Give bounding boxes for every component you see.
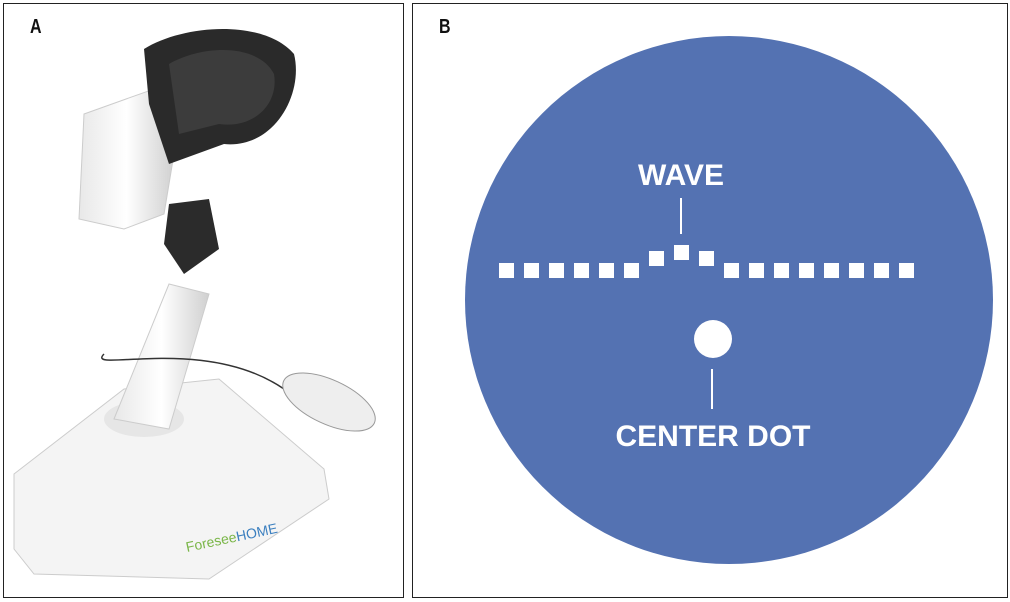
wave-line-square — [799, 263, 814, 278]
blue-disc — [465, 36, 993, 564]
wave-line-square — [874, 263, 889, 278]
wave-line-square — [724, 263, 739, 278]
device-stand — [113, 283, 210, 430]
mouse — [282, 372, 376, 432]
wave-line-square — [899, 263, 914, 278]
center-dot — [694, 320, 732, 358]
panel-b-label: B — [439, 16, 451, 38]
wave-line-square — [674, 245, 689, 260]
wave-line-square — [849, 263, 864, 278]
wave-line-square — [549, 263, 564, 278]
foreseehome-device-illustration: ForeseeHOME — [13, 29, 376, 580]
test-screen-diagram: WAVE CENTER DOT — [465, 36, 993, 564]
panel-a-label: A — [30, 16, 42, 38]
mouse-cable — [101, 353, 285, 390]
panel-a-device-photo: A ForeseeHOME — [3, 3, 404, 598]
panel-b-test-screen: B WAVE CENTER DOT — [412, 3, 1008, 598]
wave-line-square — [774, 263, 789, 278]
wave-line-square — [649, 251, 664, 266]
wave-line-square — [599, 263, 614, 278]
center-dot-label: CENTER DOT — [616, 420, 811, 453]
wave-line-square — [499, 263, 514, 278]
wave-label: WAVE — [638, 159, 724, 192]
wave-line-square — [699, 251, 714, 266]
wave-line-square — [524, 263, 539, 278]
wave-line-square — [574, 263, 589, 278]
wave-line-square — [749, 263, 764, 278]
wave-line-square — [624, 263, 639, 278]
wave-line-square — [824, 263, 839, 278]
